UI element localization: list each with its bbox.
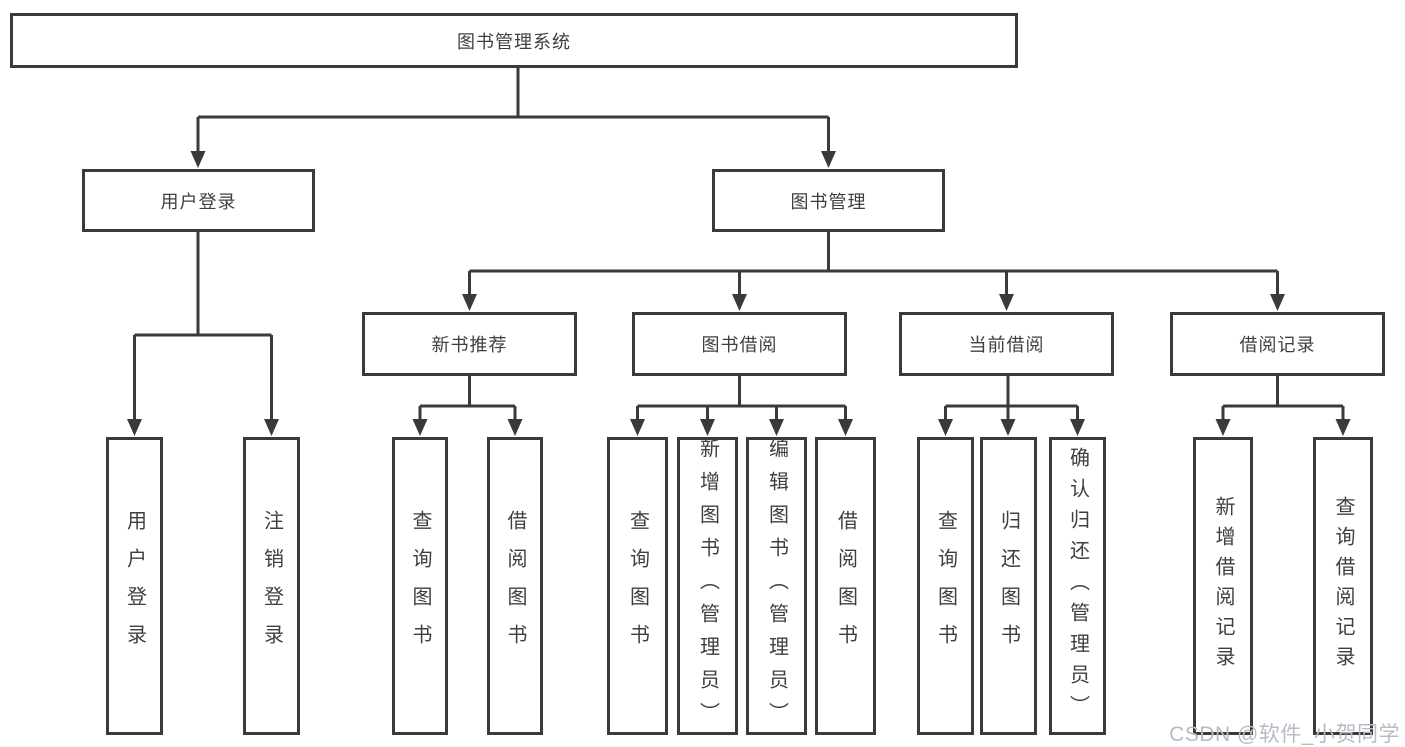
node-borrow-book-recommend: 借阅图书: [487, 437, 543, 735]
node-borrowing-records: 借阅记录: [1170, 312, 1385, 376]
connector-line-segments: [133, 68, 1345, 421]
node-logout-leaf: 注销登录: [243, 437, 300, 735]
node-edit-book-admin: 编辑图书（管理员）: [746, 437, 807, 735]
node-user-login-leaf: 用户登录: [106, 437, 163, 735]
node-add-borrow-record: 新增借阅记录: [1193, 437, 1253, 735]
node-add-book-admin: 新增图书（管理员）: [677, 437, 738, 735]
node-confirm-return-admin: 确认归还（管理员）: [1049, 437, 1106, 735]
node-query-book-recommend: 查询图书: [392, 437, 448, 735]
csdn-watermark: CSDN @软件_小贺同学: [1169, 723, 1400, 746]
node-borrow-book-leaf: 借阅图书: [815, 437, 876, 735]
node-query-book-borrowing: 查询图书: [607, 437, 668, 735]
node-query-book-current: 查询图书: [917, 437, 974, 735]
node-new-book-recommend: 新书推荐: [362, 312, 577, 376]
node-book-borrowing: 图书借阅: [632, 312, 847, 376]
node-return-book: 归还图书: [980, 437, 1037, 735]
node-query-borrow-record: 查询借阅记录: [1313, 437, 1373, 735]
node-book-management: 图书管理: [712, 169, 945, 232]
node-user-login-branch: 用户登录: [82, 169, 315, 232]
node-library-system: 图书管理系统: [10, 13, 1018, 68]
node-current-borrowing: 当前借阅: [899, 312, 1114, 376]
